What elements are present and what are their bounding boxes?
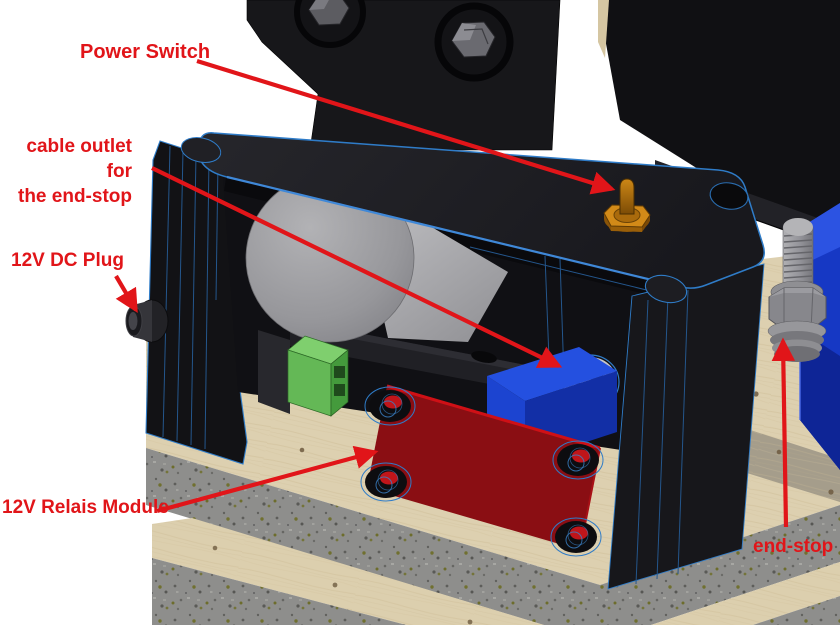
label-cable-outlet: cable outlet for the end-stop (4, 134, 132, 209)
label-end-stop: end-stop (753, 536, 834, 557)
terminal-block (287, 335, 349, 417)
label-power-switch: Power Switch (80, 41, 211, 63)
pcb-grommet (552, 440, 604, 480)
arrow-cable-outlet (151, 166, 563, 368)
lid-corner (180, 137, 222, 163)
annotation-arrows (114, 58, 796, 528)
plywood-holes-lower (212, 545, 473, 625)
pcb-grommet (550, 517, 602, 557)
relay-pcb (360, 384, 604, 557)
arrow-relay-module (156, 445, 379, 514)
arrow-end-stop (771, 337, 796, 528)
right-wall-edges (635, 289, 689, 585)
label-cable-outlet-line1: cable outlet for (26, 136, 132, 182)
arrow-power-switch (196, 58, 616, 195)
arrow-dc-plug (114, 274, 138, 314)
label-dc-plug: 12V DC Plug (11, 250, 124, 271)
enclosure (125, 132, 765, 590)
power-switch-3d[interactable] (603, 178, 651, 232)
dc-plug-3d[interactable] (125, 299, 169, 343)
enclosure-right-wall (607, 263, 765, 590)
switch-lever[interactable] (619, 178, 635, 215)
lid-hole (709, 182, 749, 210)
pcb-grommet (364, 386, 416, 426)
pcb-grommet (360, 462, 412, 502)
label-cable-outlet-line2: the end-stop (18, 186, 132, 207)
machine-column (246, 0, 561, 151)
terminal-bracket (258, 330, 290, 414)
label-relay-module: 12V Relais Module (2, 497, 169, 518)
lid-corner (644, 274, 688, 304)
